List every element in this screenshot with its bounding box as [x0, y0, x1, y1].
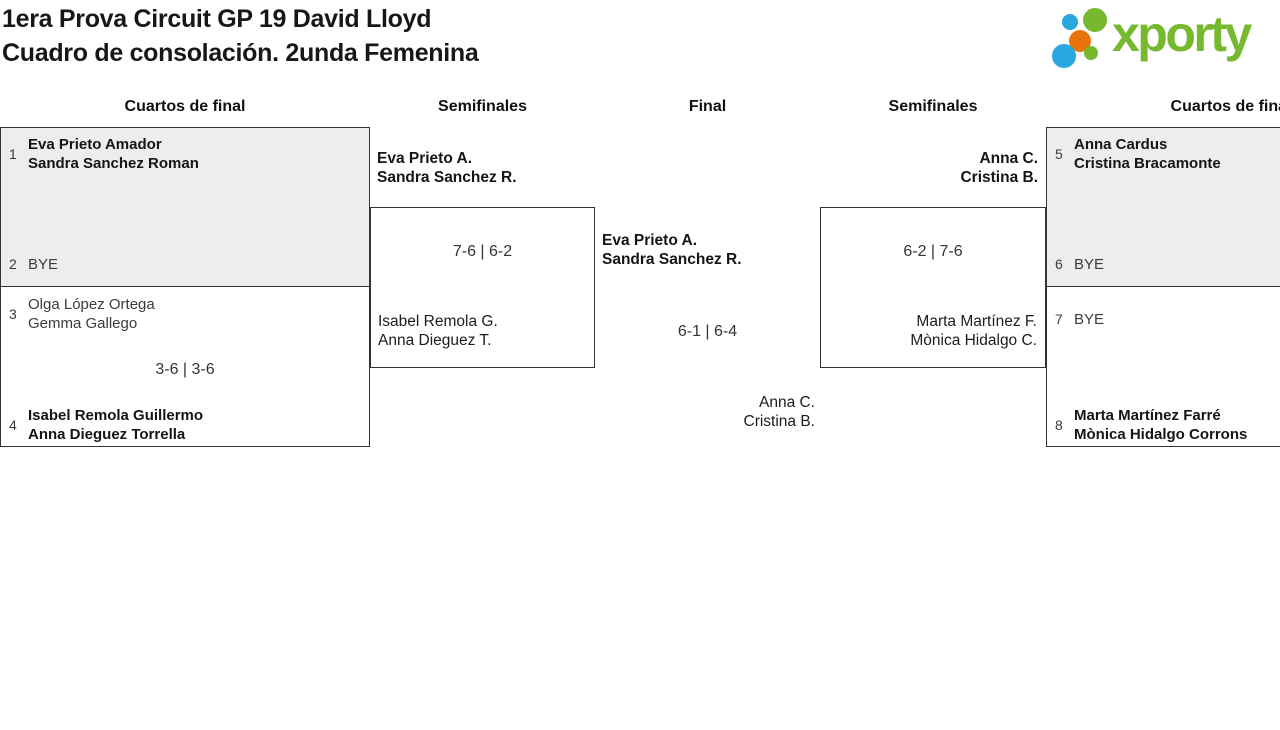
round-header-semis-right: Semifinales — [888, 98, 978, 115]
team-slot: 7 BYE — [1047, 300, 1280, 338]
match-box-sf1: 7-6 | 6-2 Isabel Remola G. Anna Dieguez … — [370, 207, 595, 368]
seed-number: 1 — [9, 146, 17, 162]
round-header-quarters-left: Cuartos de final — [124, 98, 246, 115]
team-slot: 2 BYE — [1, 245, 369, 283]
seed-number: 5 — [1055, 146, 1063, 162]
final-bottom-team: Anna C. Cristina B. — [743, 394, 816, 430]
team-name: Eva Prieto Amador Sandra Sanchez Roman — [28, 136, 199, 172]
team-name: Anna Cardus Cristina Bracamonte — [1074, 136, 1221, 172]
match-box-sf2: 6-2 | 7-6 Marta Martínez F. Mònica Hidal… — [820, 207, 1046, 368]
final-score: 6-1 | 6-4 — [677, 323, 738, 340]
seed-number: 3 — [9, 306, 17, 322]
seed-number: 6 — [1055, 256, 1063, 272]
logo-wordmark: xporty — [1112, 6, 1252, 62]
title-line-2: Cuadro de consolación. 2unda Femenina — [2, 39, 479, 67]
semifinal-right-bottom-team: Marta Martínez F. Mònica Hidalgo C. — [910, 313, 1037, 349]
match-score: 6-2 | 7-6 — [903, 243, 963, 260]
xporty-logo[interactable]: xporty — [1046, 0, 1280, 78]
seed-number: 4 — [9, 417, 17, 433]
team-name: Isabel Remola Guillermo Anna Dieguez Tor… — [28, 407, 204, 443]
semifinal-left-top-team: Eva Prieto A. Sandra Sanchez R. — [377, 150, 517, 186]
match-box-qf3: 5 Anna Cardus Cristina Bracamonte 6 BYE — [1046, 127, 1280, 287]
match-box-qf2: 3 Olga López Ortega Gemma Gallego 3-6 | … — [0, 286, 370, 447]
match-box-qf1: 1 Eva Prieto Amador Sandra Sanchez Roman… — [0, 127, 370, 287]
logo-dot-icon — [1069, 30, 1091, 52]
match-score: 7-6 | 6-2 — [452, 243, 513, 260]
seed-number: 2 — [9, 256, 17, 272]
match-score: 3-6 | 3-6 — [155, 361, 215, 378]
logo-dot-icon — [1084, 46, 1098, 60]
semifinal-left-bottom-team: Isabel Remola G. Anna Dieguez T. — [378, 313, 498, 349]
team-slot: 8 Marta Martínez Farré Mònica Hidalgo Co… — [1047, 406, 1280, 444]
round-header-semis-left: Semifinales — [438, 98, 527, 115]
team-slot: 4 Isabel Remola Guillermo Anna Dieguez T… — [1, 406, 369, 444]
page-title: 1era Prova Circuit GP 19 David Lloyd Cua… — [2, 2, 479, 70]
team-name-bye: BYE — [1074, 310, 1105, 328]
round-header-quarters-right: Cuartos de final — [1170, 98, 1280, 115]
logo-dot-icon — [1062, 14, 1078, 30]
title-line-1: 1era Prova Circuit GP 19 David Lloyd — [2, 5, 432, 33]
logo-dot-icon — [1052, 44, 1076, 68]
team-slot: 1 Eva Prieto Amador Sandra Sanchez Roman — [1, 135, 369, 173]
team-name: Marta Martínez Farré Mònica Hidalgo Corr… — [1074, 407, 1248, 443]
match-box-qf4: 7 BYE 8 Marta Martínez Farré Mònica Hida… — [1046, 286, 1280, 447]
team-slot: 3 Olga López Ortega Gemma Gallego — [1, 295, 369, 333]
seed-number: 8 — [1055, 417, 1063, 433]
team-name-bye: BYE — [1074, 255, 1105, 273]
team-name-bye: BYE — [28, 255, 59, 273]
team-name: Olga López Ortega Gemma Gallego — [28, 296, 155, 332]
semifinal-right-top-team: Anna C. Cristina B. — [960, 150, 1038, 186]
team-slot: 5 Anna Cardus Cristina Bracamonte — [1047, 135, 1280, 173]
seed-number: 7 — [1055, 311, 1063, 327]
logo-dot-icon — [1083, 8, 1107, 32]
final-top-team: Eva Prieto A. Sandra Sanchez R. — [602, 232, 742, 268]
round-header-final: Final — [688, 98, 727, 115]
team-slot: 6 BYE — [1047, 245, 1280, 283]
